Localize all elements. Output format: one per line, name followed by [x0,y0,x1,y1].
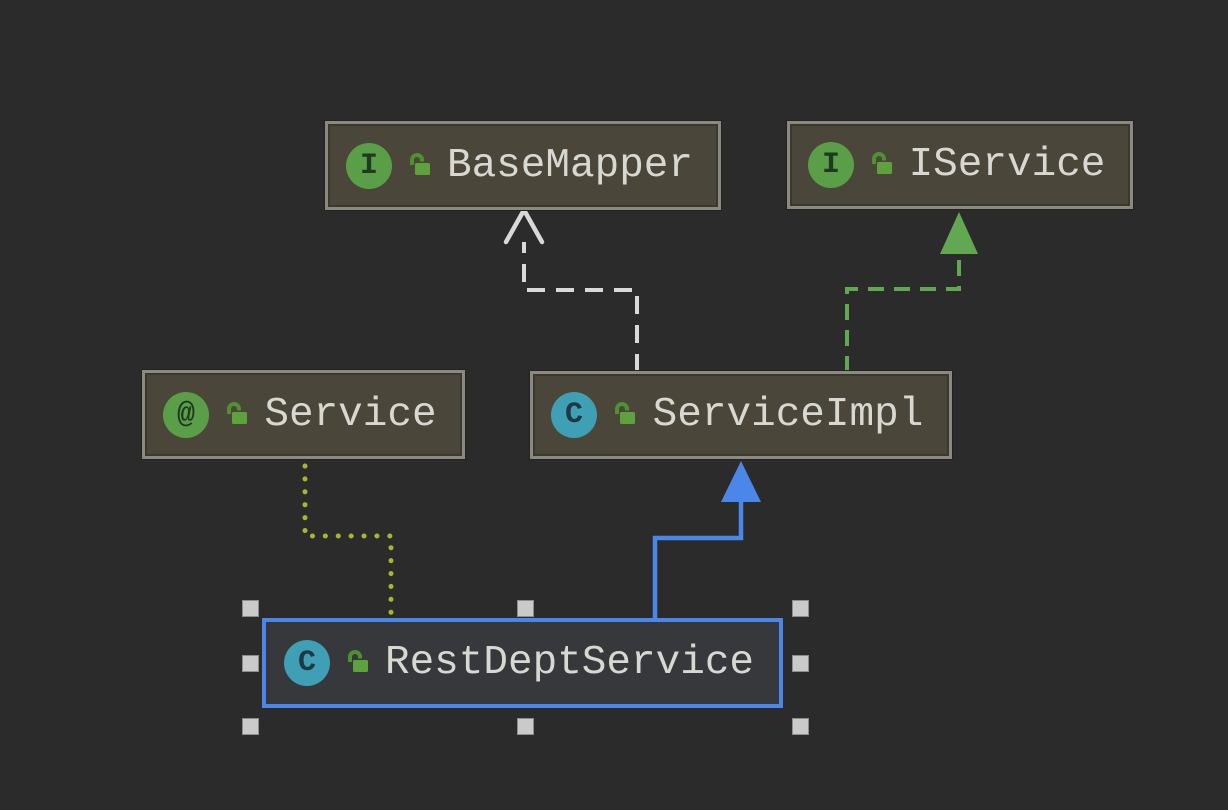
class-icon: C [551,392,597,438]
interface-badge-letter: I [821,148,840,182]
node-label: RestDeptService [384,640,755,686]
selection-handle-n[interactable] [518,601,533,616]
edge-serviceimpl-basemapper[interactable] [503,205,639,372]
interface-icon: I [808,142,854,188]
public-lock-icon [410,152,430,175]
node-basemapper[interactable]: I BaseMapper [325,121,721,210]
edge-restdeptservice-service[interactable] [302,463,394,616]
annotation-icon: @ [163,391,209,438]
selection-handle-ne[interactable] [793,601,808,616]
public-lock-icon [348,650,368,672]
edge-serviceimpl-iservice[interactable] [845,212,978,372]
selection-handle-w[interactable] [243,656,258,671]
selection-handle-nw[interactable] [243,601,258,616]
node-serviceimpl[interactable]: C ServiceImpl [530,371,952,459]
class-badge-letter: C [564,398,583,432]
selection-handle-s[interactable] [518,719,533,734]
node-label: Service [264,391,437,438]
annotation-badge-letter: @ [176,397,195,432]
public-lock-icon [227,401,247,424]
node-restdeptservice[interactable]: C RestDeptService [262,618,783,708]
edge-line[interactable] [845,254,961,372]
class-icon: C [284,640,330,686]
node-label: BaseMapper [446,142,694,189]
selection-handle-se[interactable] [793,719,808,734]
node-label: ServiceImpl [652,392,924,438]
public-lock-icon [872,152,892,174]
edge-restdeptservice-serviceimpl[interactable] [652,461,761,620]
selection-handle-sw[interactable] [243,719,258,734]
class-badge-letter: C [297,646,316,680]
edge-line[interactable] [302,463,394,616]
public-lock-icon [615,402,635,424]
selection-handle-e[interactable] [793,656,808,671]
open-arrowhead-icon [503,205,545,245]
interface-badge-letter: I [359,148,378,183]
triangle-arrowhead-icon [721,461,761,502]
node-iservice[interactable]: I IService [787,121,1133,209]
interface-icon: I [346,142,392,189]
node-service-annotation[interactable]: @ Service [142,370,465,459]
node-label: IService [908,142,1106,188]
triangle-arrowhead-icon [940,212,978,254]
edge-line[interactable] [652,500,744,620]
edge-line[interactable] [522,242,639,372]
